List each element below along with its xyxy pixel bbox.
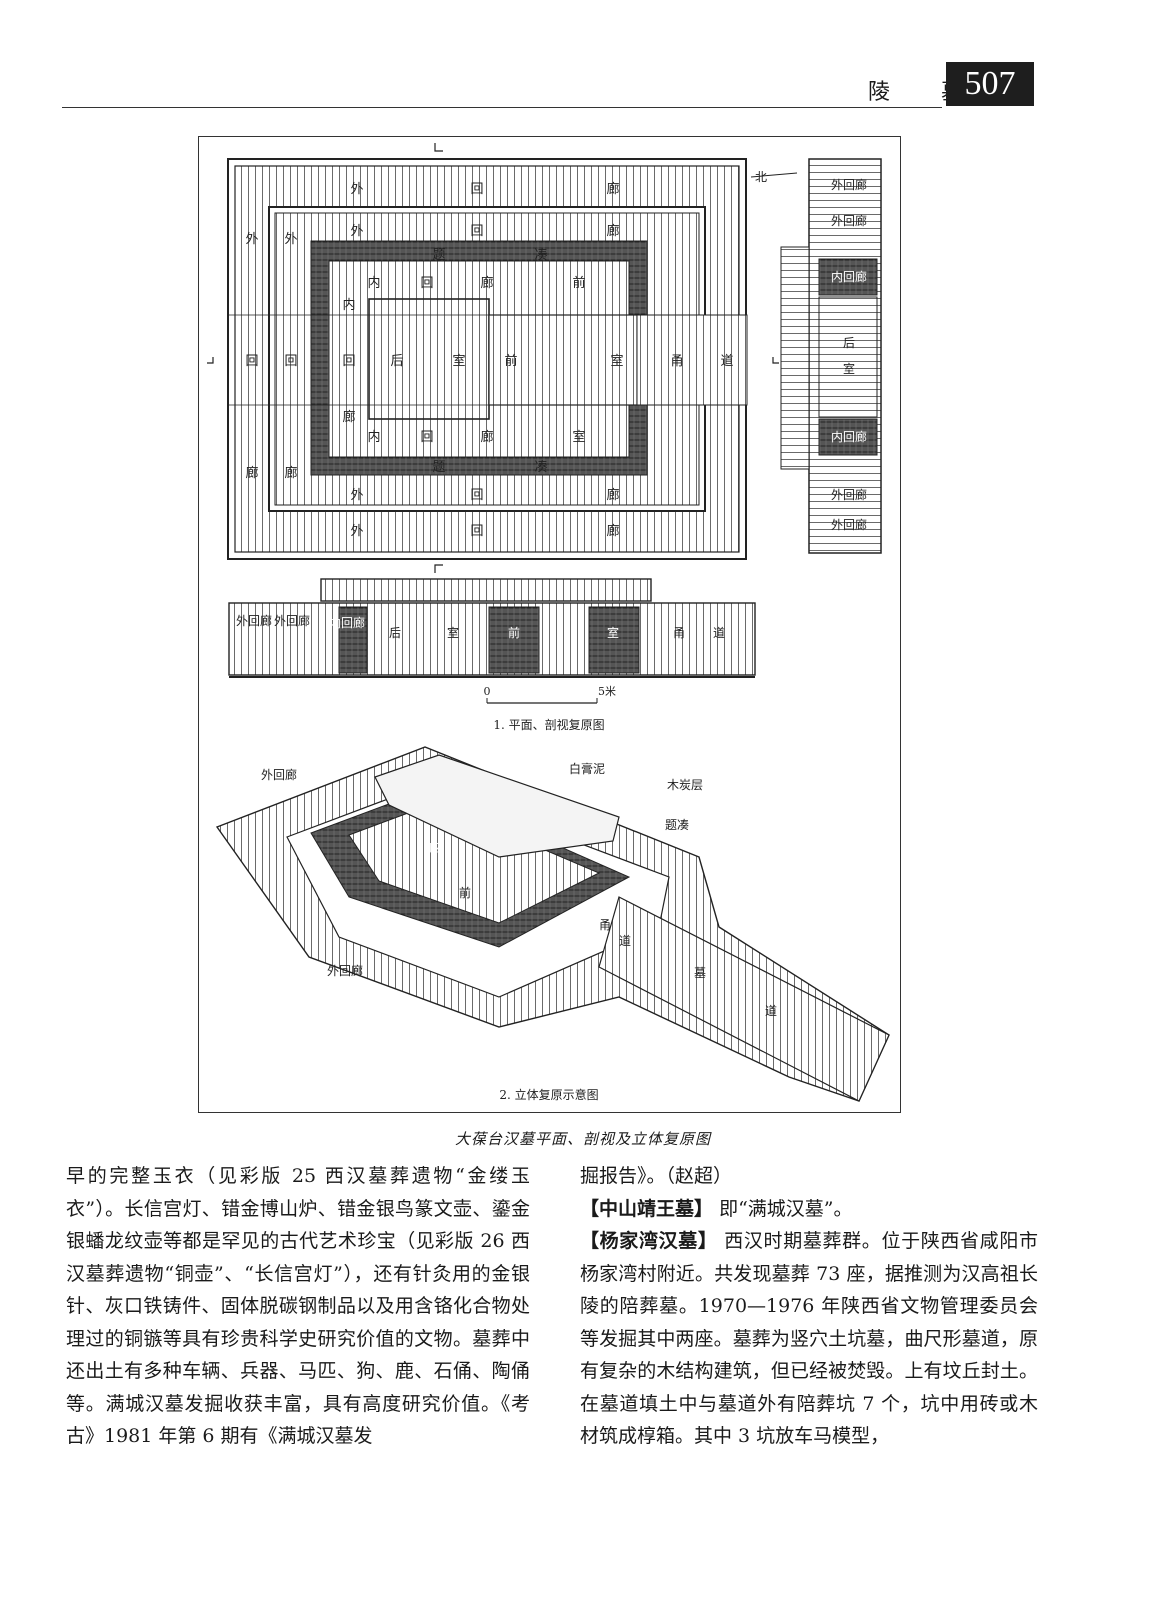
plan-view bbox=[207, 143, 779, 573]
iso-outer-bottom: 外回廊 bbox=[327, 963, 363, 978]
plan-inner-bot-3: 廊 bbox=[480, 429, 493, 445]
entry-zhongshan: 【中山靖王墓】 即“满城汉墓”。 bbox=[580, 1193, 1038, 1226]
sub2-caption: 2. 立体复原示意图 bbox=[499, 1087, 598, 1102]
tomb-drawing: 外 回 廊 外 回 廊 外 回 廊 外 回 廊 题 凑 内 回 廊 前 内 回 … bbox=[207, 143, 890, 1102]
iso-inner: 内 bbox=[429, 840, 441, 854]
plan-inner-bot-2: 回 bbox=[420, 430, 433, 445]
side-outer-1: 外回廊 bbox=[831, 177, 867, 192]
sec-front-2: 室 bbox=[607, 625, 619, 640]
sec-outer-2a: 外回廊 bbox=[274, 613, 310, 628]
entry-yangjiawan-term: 【杨家湾汉墓】 bbox=[580, 1230, 718, 1252]
right-column: 掘报告》。（赵超） 【中山靖王墓】 即“满城汉墓”。 【杨家湾汉墓】 西汉时期墓… bbox=[580, 1160, 1038, 1453]
iso-passage2: 道 bbox=[619, 934, 631, 948]
plan-outer2-top-2: 回 bbox=[470, 224, 483, 239]
figure-caption: 大葆台汉墓平面、剖视及立体复原图 bbox=[454, 1130, 711, 1148]
plan-rear-2: 室 bbox=[452, 353, 465, 369]
side-rear-2: 室 bbox=[843, 361, 855, 376]
side-section bbox=[750, 158, 882, 554]
plan-outer-top-3: 廊 bbox=[606, 181, 619, 197]
plan-outer2-top-1: 外 bbox=[350, 224, 363, 239]
scale-bar: 0 5米 1. 平面、剖视复原图 bbox=[484, 685, 617, 732]
plan-outer2-bot-3: 廊 bbox=[606, 487, 619, 503]
plan-outer2-bot-1: 外 bbox=[350, 488, 363, 503]
entry-yangjiawan-text: 西汉时期墓葬群。位于陕西省咸阳市杨家湾村附近。共发现墓葬 73 座，据推测为汉高… bbox=[580, 1230, 1038, 1447]
sub1-caption: 1. 平面、剖视复原图 bbox=[493, 717, 604, 732]
entry-yangjiawan: 【杨家湾汉墓】 西汉时期墓葬群。位于陕西省咸阳市杨家湾村附近。共发现墓葬 73 … bbox=[580, 1225, 1038, 1453]
sec-passage-1: 甬 bbox=[673, 626, 685, 640]
isometric-labels: 外回廊 白膏泥 木炭层 题凑 外回廊 内 前 甬 道 墓 道 2. 立体复原示意… bbox=[261, 761, 777, 1102]
sec-rear-2: 室 bbox=[447, 625, 459, 640]
plan-outer-left-1: 外 bbox=[245, 232, 258, 247]
plan-outer2-left-1: 外 bbox=[284, 232, 297, 247]
plan-outer-top-1: 外 bbox=[350, 182, 363, 197]
sec-inner-a: 内回廊 bbox=[329, 615, 365, 630]
sec-rear-1: 后 bbox=[389, 626, 401, 640]
plan-outer2-left-3: 廊 bbox=[284, 465, 297, 481]
plan-inner-bot-1: 内 bbox=[367, 429, 380, 445]
plan-inner-left-2: 回 bbox=[342, 354, 355, 369]
figure-frame: 外 回 廊 外 回 廊 外 回 廊 外 回 廊 题 凑 内 回 廊 前 内 回 … bbox=[198, 136, 901, 1113]
plan-ticou-top-2: 凑 bbox=[534, 248, 547, 263]
north-label: 北 bbox=[755, 170, 767, 184]
plan-outer-top-2: 回 bbox=[470, 182, 483, 197]
side-inner-2: 内回廊 bbox=[831, 429, 867, 444]
entry-zhongshan-term: 【中山靖王墓】 bbox=[580, 1197, 714, 1220]
plan-outer-bot-2: 回 bbox=[470, 524, 483, 539]
plan-outer-bot-1: 外 bbox=[350, 524, 363, 539]
iso-tomb2: 道 bbox=[765, 1004, 777, 1018]
longitudinal-section bbox=[228, 578, 756, 678]
plan-outer2-left-2: 回 bbox=[284, 354, 297, 369]
iso-ticou: 题凑 bbox=[665, 818, 689, 832]
plan-inner-left-3: 廊 bbox=[342, 409, 355, 425]
sec-front-1: 前 bbox=[508, 625, 520, 640]
plan-rear-1: 后 bbox=[390, 354, 403, 369]
side-section-labels: 北 外回廊 外回廊 内回廊 后 室 内回廊 外回廊 外回廊 bbox=[755, 170, 867, 532]
iso-outer-top: 外回廊 bbox=[261, 767, 297, 782]
plan-front-bot: 室 bbox=[572, 429, 585, 445]
sec-outer-1a: 外回廊 bbox=[236, 613, 272, 628]
plan-front-2: 室 bbox=[610, 353, 623, 369]
longitudinal-section-labels: 外回廊 外回廊 内回廊 后 室 前 室 甬 道 bbox=[236, 613, 725, 640]
scale-end: 5米 bbox=[598, 685, 616, 698]
plan-outer-left-3: 廊 bbox=[245, 465, 258, 481]
plan-inner-top-2: 回 bbox=[420, 276, 433, 291]
plan-inner-top-3: 廊 bbox=[480, 275, 493, 291]
iso-passage1: 甬 bbox=[599, 918, 611, 932]
plan-inner-left-1: 内 bbox=[342, 297, 355, 313]
iso-plaster: 白膏泥 bbox=[569, 761, 605, 776]
plan-labels: 外 回 廊 外 回 廊 外 回 廊 外 回 廊 题 凑 内 回 廊 前 内 回 … bbox=[245, 181, 733, 539]
left-column: 早的完整玉衣（见彩版 25 西汉墓葬遗物“金缕玉衣”）。长信宫灯、错金博山炉、错… bbox=[66, 1160, 530, 1453]
plan-passage-2: 道 bbox=[720, 354, 733, 369]
plan-ticou-bot-1: 题 bbox=[432, 460, 445, 475]
scale-start: 0 bbox=[484, 685, 491, 698]
plan-ticou-bot-2: 凑 bbox=[534, 460, 547, 475]
page-number: 507 bbox=[946, 62, 1034, 106]
plan-outer2-bot-2: 回 bbox=[470, 488, 483, 503]
iso-charcoal: 木炭层 bbox=[667, 778, 703, 792]
plan-front-top: 前 bbox=[572, 275, 585, 291]
iso-tomb1: 墓 bbox=[694, 966, 706, 980]
plan-ticou-top-1: 题 bbox=[432, 248, 445, 263]
sec-passage-2: 道 bbox=[713, 626, 725, 640]
side-outer-4: 外回廊 bbox=[831, 517, 867, 532]
isometric-view bbox=[215, 746, 890, 1102]
header-rule bbox=[62, 107, 942, 108]
plan-outer-left-2: 回 bbox=[245, 354, 258, 369]
iso-front: 前 bbox=[459, 885, 471, 900]
side-inner-1: 内回廊 bbox=[831, 269, 867, 284]
entry-zhongshan-text: 即“满城汉墓”。 bbox=[719, 1197, 853, 1220]
right-continuation: 掘报告》。（赵超） bbox=[580, 1165, 733, 1187]
side-rear-1: 后 bbox=[843, 336, 855, 350]
plan-outer2-top-3: 廊 bbox=[606, 223, 619, 239]
left-column-text: 早的完整玉衣（见彩版 25 西汉墓葬遗物“金缕玉衣”）。长信宫灯、错金博山炉、错… bbox=[66, 1165, 530, 1447]
side-outer-3: 外回廊 bbox=[831, 487, 867, 502]
plan-passage-1: 甬 bbox=[670, 354, 683, 369]
plan-inner-top-1: 内 bbox=[367, 275, 380, 291]
plan-front-1: 前 bbox=[504, 353, 517, 369]
plan-outer-bot-3: 廊 bbox=[606, 523, 619, 539]
side-outer-2: 外回廊 bbox=[831, 213, 867, 228]
